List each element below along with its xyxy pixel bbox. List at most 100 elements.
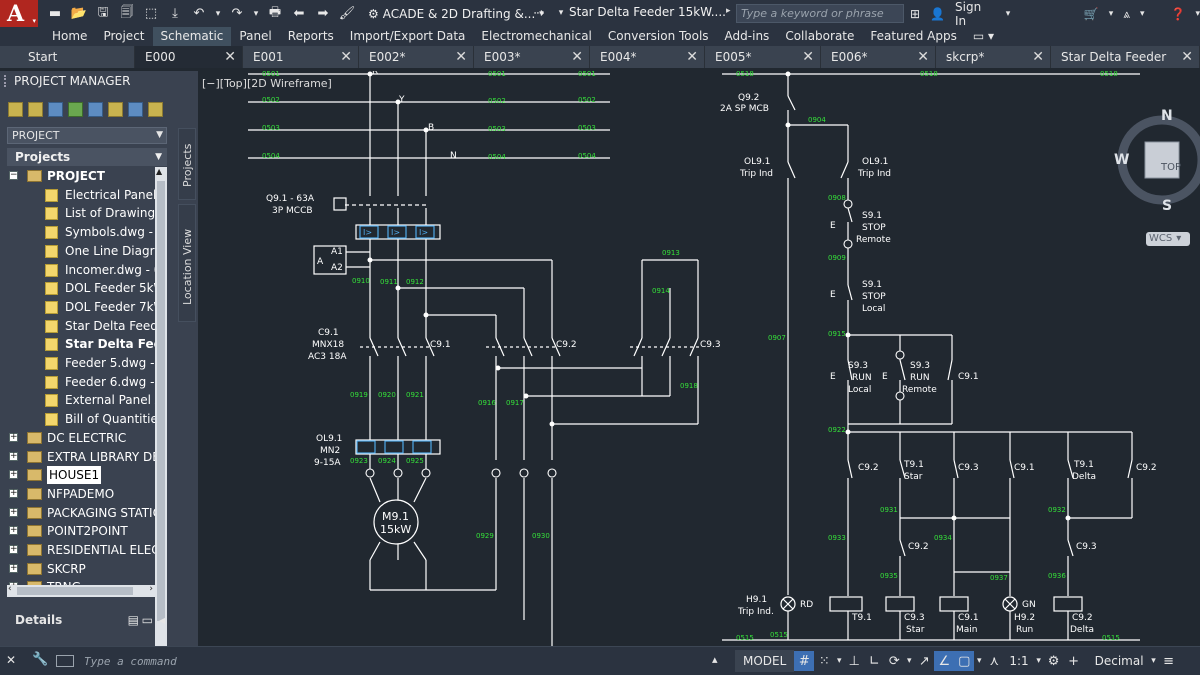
close-icon[interactable]: ✕ [571,46,583,68]
tree-project-item[interactable]: −PROJECT [7,167,155,185]
ribbon-tab-schematic[interactable]: Schematic [153,27,232,46]
help-dropdown-icon[interactable]: ▾ [1195,9,1200,19]
projects-section-header[interactable]: Projects ▼ [7,148,167,166]
object-snap-icon[interactable]: ▢ [954,651,974,671]
customization-menu-icon[interactable]: ≡ [1159,651,1179,671]
expand-icon[interactable]: + [9,526,18,535]
save-icon[interactable]: 🖫 [94,5,112,23]
compass-west[interactable]: W [1114,152,1129,168]
side-tab-projects[interactable]: Projects [178,128,196,200]
tree-drawing-item[interactable]: Bill of Quantities.d [7,410,155,428]
tab-start[interactable]: Start [0,46,135,68]
ribbon-tab-conversion-tools[interactable]: Conversion Tools [600,27,717,46]
tree-project-item[interactable]: +POINT2POINT [7,522,155,540]
new-folder-icon[interactable]: ▬ [46,5,64,23]
scale-dropdown-icon[interactable]: ▾ [1034,651,1044,671]
snap-dropdown-icon[interactable]: ▾ [834,651,844,671]
wcs-menu[interactable]: WCS▾ [1146,232,1190,246]
polar-dropdown-icon[interactable]: ▾ [904,651,914,671]
redo-dropdown-icon[interactable]: ▾ [252,5,260,23]
close-icon[interactable]: ✕ [802,46,814,68]
scroll-right-icon[interactable]: › [149,584,153,594]
drag-grip-icon[interactable] [4,75,8,87]
tree-drawing-item[interactable]: Symbols.dwg - 03 [7,223,155,241]
details-preview-icon[interactable]: ▤ [128,610,139,630]
units-display[interactable]: Decimal [1090,650,1149,672]
project-selector[interactable]: PROJECT ▼ [7,127,167,144]
open-folder-icon[interactable]: 📂 [70,5,88,23]
plus-icon[interactable]: + [1064,651,1084,671]
details-arrow-icon[interactable]: ◂ [159,610,165,630]
close-icon[interactable]: ✕ [224,46,236,68]
ortho-icon[interactable]: ∟ [864,651,884,671]
ribbon-tab-featured-apps[interactable]: Featured Apps [862,27,964,46]
ribbon-tab-electromechanical[interactable]: Electromechanical [473,27,599,46]
undo-icon[interactable]: ↶ [190,5,208,23]
expand-icon[interactable]: + [9,489,18,498]
sign-in-dropdown-icon[interactable]: ▾ [1006,9,1011,19]
ribbon-tab-home[interactable]: Home [44,27,95,46]
tab-e003[interactable]: E003*✕ [474,46,590,68]
tab-e000[interactable]: E000✕ [135,46,243,68]
object-snap-tracking-icon[interactable]: ∠ [934,651,954,671]
expand-icon[interactable]: + [9,433,18,442]
scroll-up-icon[interactable]: ▲ [156,167,162,176]
dynamic-input-icon[interactable]: ⊥ [844,651,864,671]
osnap-dropdown-icon[interactable]: ▾ [974,651,984,671]
annotation-scale-value[interactable]: 1:1 [1004,650,1033,672]
scrollbar-thumb[interactable] [157,181,165,621]
command-input[interactable]: Type a command [56,652,726,671]
tree-drawing-item[interactable]: External Panel Arr [7,391,155,409]
share-icon[interactable]: ⇢ [530,4,548,22]
help-icon[interactable]: ❓ [1171,7,1186,21]
annotation-scale-icon[interactable]: ⋏ [984,651,1004,671]
compass-south[interactable]: S [1162,198,1172,214]
isodraft-icon[interactable]: ↗ [914,651,934,671]
save-as-icon[interactable]: 🗐 [118,5,136,23]
viewcube[interactable]: TOP N S W [1112,108,1200,218]
tab-skcrp[interactable]: skcrp*✕ [936,46,1051,68]
tab-e006[interactable]: E006*✕ [821,46,936,68]
tab-e001[interactable]: E001✕ [243,46,359,68]
expand-icon[interactable]: + [9,452,18,461]
close-icon[interactable]: ✕ [6,653,16,667]
plot-icon[interactable]: 🖶 [266,5,284,23]
polar-tracking-icon[interactable]: ⟳ [884,651,904,671]
tree-horizontal-scrollbar[interactable]: ‹ › [7,585,155,597]
viewcube-top-face[interactable]: TOP [1161,162,1181,173]
redo-icon[interactable]: ↷ [228,5,246,23]
tree-drawing-item[interactable]: Star Delta Feede [7,335,155,353]
viewport-controls[interactable]: [−][Top][2D Wireframe] [202,77,332,90]
plot-project-icon[interactable] [148,102,163,117]
ribbon-tab-panel[interactable]: Panel [231,27,279,46]
workspace-selector[interactable]: ⚙ ACADE & 2D Drafting &... ▾ [362,4,550,24]
units-dropdown-icon[interactable]: ▾ [1149,651,1159,671]
expand-icon[interactable]: + [9,508,18,517]
command-recent-icon[interactable]: ▴ [712,653,718,666]
tree-project-item[interactable]: +PACKAGING STATION [7,504,155,522]
undo-dropdown-icon[interactable]: ▾ [214,5,222,23]
tab-star-delta-feeder[interactable]: Star Delta Feeder 15kW*✕ [1051,46,1200,68]
tree-drawing-item[interactable]: Star Delta Feeder [7,317,155,335]
close-icon[interactable]: ✕ [686,46,698,68]
tree-project-item[interactable]: +SKCRP [7,560,155,578]
tree-drawing-item[interactable]: Feeder 5.dwg - 10 [7,354,155,372]
expand-icon[interactable]: + [9,470,18,479]
refresh-icon[interactable] [68,102,83,117]
wrench-icon[interactable]: 🔧 [32,652,48,667]
grid-icon[interactable]: # [794,651,814,671]
scroll-left-icon[interactable]: ‹ [8,584,12,594]
details-collapse-icon[interactable]: ▭ [142,610,153,630]
expand-icon[interactable]: + [9,545,18,554]
close-icon[interactable]: ✕ [455,46,467,68]
close-icon[interactable]: ✕ [1032,46,1044,68]
open-project-icon[interactable] [8,102,23,117]
compass-north[interactable]: N [1161,108,1173,124]
a360-dropdown-icon[interactable]: ▾ [1140,9,1145,19]
tree-project-item[interactable]: +NFPADEMO [7,485,155,503]
close-icon[interactable]: ✕ [917,46,929,68]
cart-icon[interactable]: 🛒 [1084,7,1099,21]
workspace-switching-icon[interactable]: ⚙ [1044,651,1064,671]
tree-drawing-item[interactable]: DOL Feeder 7kW.d [7,298,155,316]
sign-in-button[interactable]: Sign In [955,0,996,28]
